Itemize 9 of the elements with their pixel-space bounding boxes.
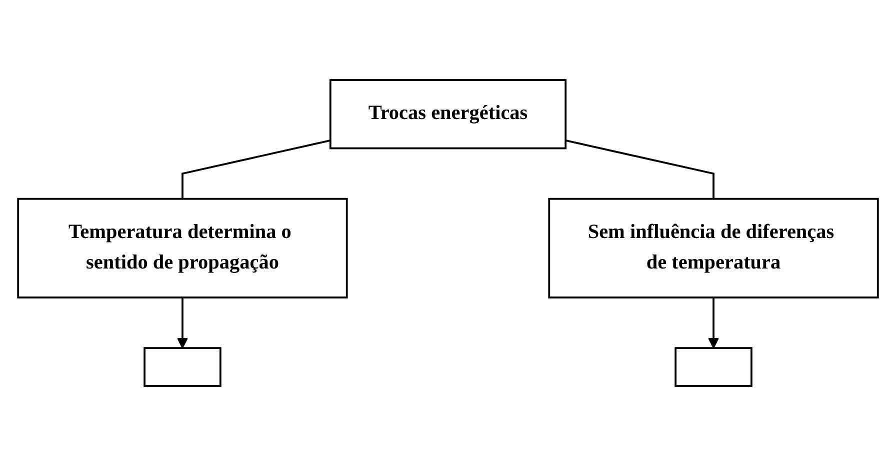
node-box [674,347,752,387]
arrow [707,297,719,349]
node-box [143,347,221,387]
node-box: Temperatura determina o sentido de propagação [16,198,348,298]
node-box: Sem influência de diferenças de temperatura [548,198,878,298]
connector [181,140,330,199]
arrow [176,297,188,349]
node-box: Trocas energéticas [328,79,566,150]
connector [564,140,714,199]
